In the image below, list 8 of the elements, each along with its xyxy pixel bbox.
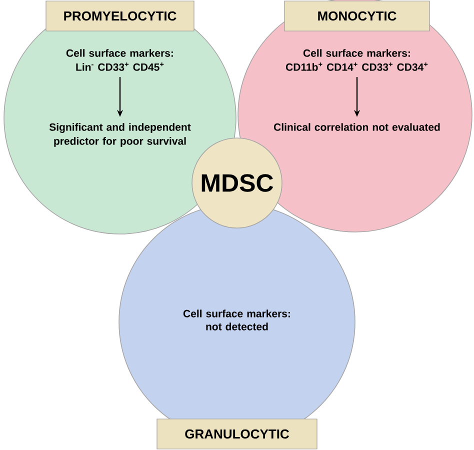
heading-tab: MONOCYTIC bbox=[284, 0, 430, 32]
marker-text: Cell surface markers: CD11b$^{+}$ CD14$^{+}$ CD33$^{+}$ CD34$^{+}$ bbox=[286, 49, 428, 71]
marker-text: Clinical correlation not evaluated bbox=[274, 123, 440, 131]
marker-text: Cell surface markers: Lin$^{-}$ CD33$^{+}$ CD45$^{+}$ bbox=[66, 49, 173, 71]
node-label: MDSC bbox=[202, 174, 274, 192]
heading-tab: GRANULOCYTIC bbox=[156, 418, 318, 450]
marker-text: Significant and independent predictor for poor survival bbox=[49, 123, 191, 147]
heading-tab: PROMYELOCYTIC bbox=[46, 0, 194, 32]
